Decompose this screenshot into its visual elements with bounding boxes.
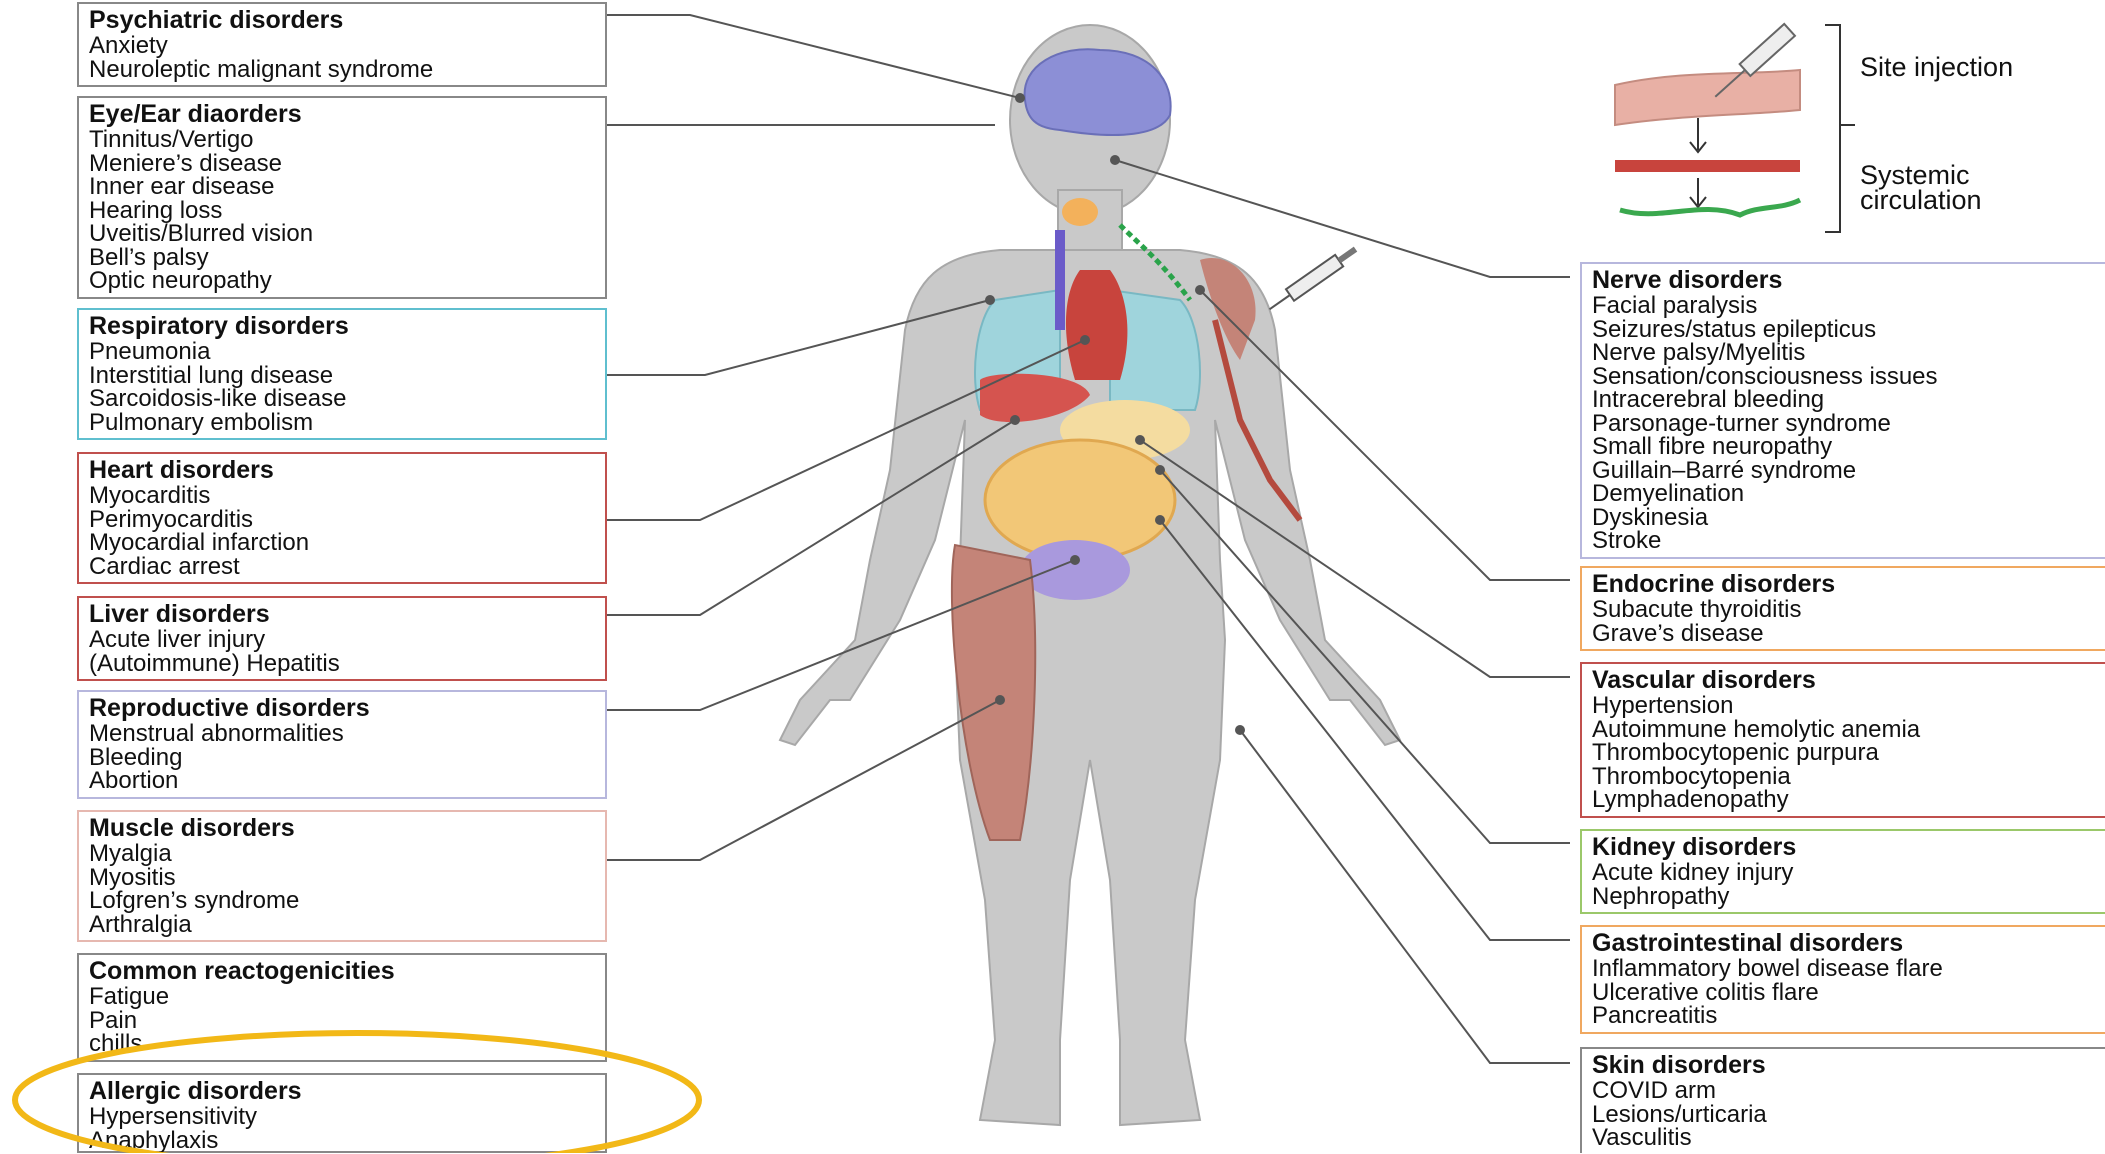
list-item: Nerve palsy/Myelitis xyxy=(1592,341,2095,365)
list-item: Guillain–Barré syndrome xyxy=(1592,459,2095,483)
list-item: Seizures/status epilepticus xyxy=(1592,318,2095,342)
box-title: Respiratory disorders xyxy=(89,314,595,339)
list-item: Intracerebral bleeding xyxy=(1592,388,2095,412)
box-respiratory: Respiratory disorders Pneumonia Intersti… xyxy=(77,308,607,440)
list-item: Demyelination xyxy=(1592,482,2095,506)
list-item: Optic neuropathy xyxy=(89,269,595,293)
list-item: Subacute thyroiditis xyxy=(1592,598,2095,622)
list-item: Autoimmune hemolytic anemia xyxy=(1592,718,2095,742)
box-heart: Heart disorders Myocarditis Perimyocardi… xyxy=(77,452,607,584)
list-item: Acute liver injury xyxy=(89,628,595,652)
list-item: COVID arm xyxy=(1592,1079,2095,1103)
list-item: Uveitis/Blurred vision xyxy=(89,222,595,246)
injection-inset xyxy=(1615,24,1855,232)
list-item: Pain xyxy=(89,1009,595,1033)
list-item: Lofgren’s syndrome xyxy=(89,889,595,913)
list-item: Thrombocytopenia xyxy=(1592,765,2095,789)
box-nerve: Nerve disorders Facial paralysis Seizure… xyxy=(1580,262,2105,559)
list-item: Neuroleptic malignant syndrome xyxy=(89,58,595,82)
box-gastrointestinal: Gastrointestinal disorders Inflammatory … xyxy=(1580,925,2105,1034)
list-item: Inflammatory bowel disease flare xyxy=(1592,957,2095,981)
list-item: Myositis xyxy=(89,866,595,890)
box-title: Allergic disorders xyxy=(89,1079,595,1104)
list-item: Myocarditis xyxy=(89,484,595,508)
site-injection-label: Site injection xyxy=(1860,55,2013,80)
list-item: Facial paralysis xyxy=(1592,294,2095,318)
box-psychiatric: Psychiatric disorders Anxiety Neurolepti… xyxy=(77,2,607,87)
list-item: Pneumonia xyxy=(89,340,595,364)
list-item: Lymphadenopathy xyxy=(1592,788,2095,812)
list-item: Anxiety xyxy=(89,34,595,58)
box-title: Psychiatric disorders xyxy=(89,8,595,33)
list-item: Interstitial lung disease xyxy=(89,364,595,388)
list-item: Pulmonary embolism xyxy=(89,411,595,435)
list-item: Lesions/urticaria xyxy=(1592,1103,2095,1127)
list-item: Anaphylaxis xyxy=(89,1129,595,1153)
list-item: Ulcerative colitis flare xyxy=(1592,981,2095,1005)
list-item: Thrombocytopenic purpura xyxy=(1592,741,2095,765)
box-title: Vascular disorders xyxy=(1592,668,2095,693)
list-item: Sensation/consciousness issues xyxy=(1592,365,2095,389)
box-title: Eye/Ear diaorders xyxy=(89,102,595,127)
list-item: Vasculitis xyxy=(1592,1126,2095,1150)
list-item: Tinnitus/Vertigo xyxy=(89,128,595,152)
box-title: Common reactogenicities xyxy=(89,959,595,984)
box-endocrine: Endocrine disorders Subacute thyroiditis… xyxy=(1580,566,2105,651)
list-item: Bleeding xyxy=(89,746,595,770)
list-item: Cardiac arrest xyxy=(89,555,595,579)
list-item: Acute kidney injury xyxy=(1592,861,2095,885)
list-item: Perimyocarditis xyxy=(89,508,595,532)
list-item: Parsonage-turner syndrome xyxy=(1592,412,2095,436)
list-item: Menstrual abnormalities xyxy=(89,722,595,746)
list-item: chills xyxy=(89,1032,595,1056)
list-item: Hypertension xyxy=(1592,694,2095,718)
box-title: Nerve disorders xyxy=(1592,268,2095,293)
list-item: (Autoimmune) Hepatitis xyxy=(89,652,595,676)
box-eye-ear: Eye/Ear diaorders Tinnitus/Vertigo Menie… xyxy=(77,96,607,299)
box-title: Skin disorders xyxy=(1592,1053,2095,1078)
list-item: Hearing loss xyxy=(89,199,595,223)
list-item: Bell’s palsy xyxy=(89,246,595,270)
list-item: Inner ear disease xyxy=(89,175,595,199)
box-allergic: Allergic disorders Hypersensitivity Anap… xyxy=(77,1073,607,1153)
systemic-circulation-label: Systemic circulation xyxy=(1860,163,1982,213)
list-item: Sarcoidosis-like disease xyxy=(89,387,595,411)
box-title: Kidney disorders xyxy=(1592,835,2095,860)
box-title: Liver disorders xyxy=(89,602,595,627)
list-item: Small fibre neuropathy xyxy=(1592,435,2095,459)
list-item: Grave’s disease xyxy=(1592,622,2095,646)
list-item: Nephropathy xyxy=(1592,885,2095,909)
box-reproductive: Reproductive disorders Menstrual abnorma… xyxy=(77,690,607,799)
list-item: Pancreatitis xyxy=(1592,1004,2095,1028)
box-common-reactogenicities: Common reactogenicities Fatigue Pain chi… xyxy=(77,953,607,1062)
list-item: Meniere’s disease xyxy=(89,152,595,176)
box-title: Heart disorders xyxy=(89,458,595,483)
box-title: Endocrine disorders xyxy=(1592,572,2095,597)
list-item: Stroke xyxy=(1592,529,2095,553)
list-item: Abortion xyxy=(89,769,595,793)
list-item: Hypersensitivity xyxy=(89,1105,595,1129)
box-kidney: Kidney disorders Acute kidney injury Nep… xyxy=(1580,829,2105,914)
list-item: Myalgia xyxy=(89,842,595,866)
list-item: Fatigue xyxy=(89,985,595,1009)
box-vascular: Vascular disorders Hypertension Autoimmu… xyxy=(1580,662,2105,818)
list-item: Arthralgia xyxy=(89,913,595,937)
box-title: Gastrointestinal disorders xyxy=(1592,931,2095,956)
list-item: Myocardial infarction xyxy=(89,531,595,555)
list-item: Dyskinesia xyxy=(1592,506,2095,530)
box-muscle: Muscle disorders Myalgia Myositis Lofgre… xyxy=(77,810,607,942)
box-liver: Liver disorders Acute liver injury (Auto… xyxy=(77,596,607,681)
box-title: Muscle disorders xyxy=(89,816,595,841)
box-title: Reproductive disorders xyxy=(89,696,595,721)
box-skin: Skin disorders COVID arm Lesions/urticar… xyxy=(1580,1047,2105,1153)
